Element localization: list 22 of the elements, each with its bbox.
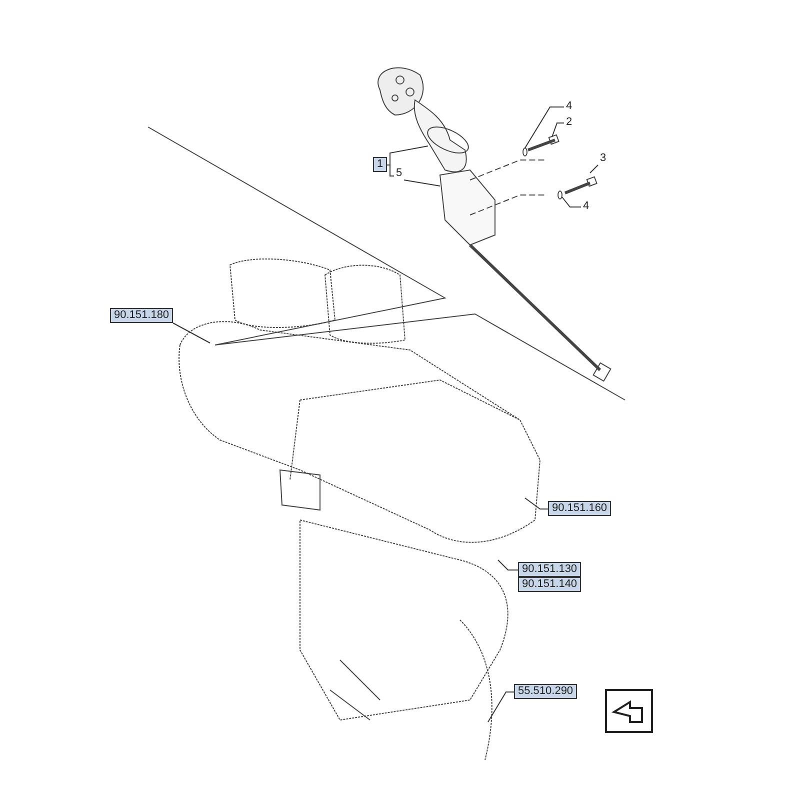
leader-line bbox=[590, 164, 598, 174]
leader-line bbox=[386, 164, 394, 176]
leader-line bbox=[524, 106, 564, 148]
callout-number: 3 bbox=[598, 152, 608, 165]
leader-line bbox=[386, 146, 428, 166]
reference-tag: 90.151.180 bbox=[110, 308, 174, 323]
callout-number: 5 bbox=[394, 167, 404, 180]
reference-tag: 55.510.290 bbox=[514, 684, 578, 699]
leader-line bbox=[498, 560, 518, 570]
leader-line bbox=[524, 498, 548, 510]
callout-number: 2 bbox=[564, 116, 574, 129]
leader-line bbox=[552, 122, 564, 138]
callout-number: 4 bbox=[564, 100, 574, 113]
reference-tag: 1 bbox=[373, 157, 388, 172]
reference-tag: 90.151.140 bbox=[518, 577, 582, 592]
reference-tag: 90.151.130 bbox=[518, 562, 582, 577]
leader-line bbox=[562, 196, 582, 208]
leader-line bbox=[172, 322, 210, 344]
leader-line bbox=[404, 180, 440, 186]
reference-tag: 90.151.160 bbox=[548, 501, 612, 516]
leader-line bbox=[488, 692, 514, 722]
callout-number: 4 bbox=[581, 200, 592, 213]
